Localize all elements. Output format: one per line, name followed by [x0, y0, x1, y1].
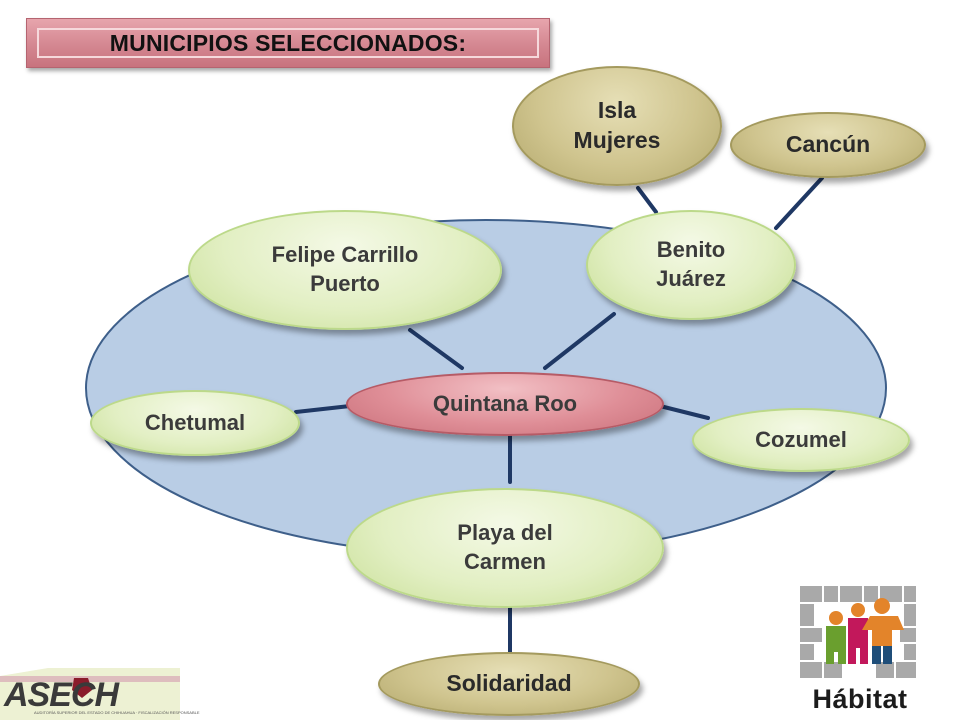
connector-benito-isla [636, 186, 658, 214]
habitat-logo-word: Hábitat [812, 684, 908, 714]
connector-center-cozumel [658, 404, 710, 420]
node-isla-line1: Isla [597, 97, 637, 124]
node-solidaridad: Solidaridad [378, 652, 640, 716]
node-cozumel-label: Cozumel [755, 426, 847, 452]
node-quintana-roo-label: Quintana Roo [432, 390, 578, 416]
asech-map-icon [72, 678, 92, 698]
node-benito-juarez: Benito Juárez [586, 210, 796, 320]
connector-lines [294, 176, 824, 654]
page-title: MUNICIPIOS SELECCIONADOS: [109, 29, 467, 56]
node-felipe-line1: Felipe Carrillo [271, 242, 419, 268]
node-felipe-line2: Puerto [310, 271, 380, 296]
node-benito-line2: Juárez [656, 266, 726, 291]
node-isla-line2: Mujeres [573, 127, 661, 153]
asech-logo-word: ASECH [4, 676, 119, 714]
connector-center-chetumal [294, 404, 352, 414]
node-cancun-label: Cancún [785, 131, 871, 158]
connector-center-benito [543, 312, 616, 370]
node-cozumel: Cozumel [692, 408, 910, 472]
connector-benito-cancun [774, 176, 824, 230]
node-chetumal: Chetumal [90, 390, 300, 456]
node-solidaridad-label: Solidaridad [446, 670, 572, 697]
node-benito-line1: Benito [656, 237, 726, 263]
habitat-grid-tiles [800, 586, 916, 678]
habitat-people-icon [826, 598, 904, 664]
node-chetumal-label: Chetumal [144, 409, 246, 435]
asech-logo-tagline: AUDITORÍA SUPERIOR DEL ESTADO DE CHIHUAH… [34, 710, 200, 715]
node-playa-line1: Playa del [457, 520, 553, 546]
node-felipe-carrillo-puerto: Felipe Carrillo Puerto [188, 210, 502, 330]
node-playa-del-carmen: Playa del Carmen [346, 488, 664, 608]
connector-center-felipe [408, 328, 464, 370]
node-quintana-roo: Quintana Roo [346, 372, 664, 436]
asech-logo-graphic [0, 668, 180, 720]
node-playa-line2: Carmen [464, 549, 546, 574]
title-banner-frame: MUNICIPIOS SELECCIONADOS: [37, 28, 539, 58]
habitat-logo-icon [800, 586, 916, 678]
title-banner: MUNICIPIOS SELECCIONADOS: [26, 18, 550, 68]
node-cancun: Cancún [730, 112, 926, 178]
node-isla-mujeres: Isla Mujeres [512, 66, 722, 186]
asech-logo-stripe [0, 676, 180, 682]
